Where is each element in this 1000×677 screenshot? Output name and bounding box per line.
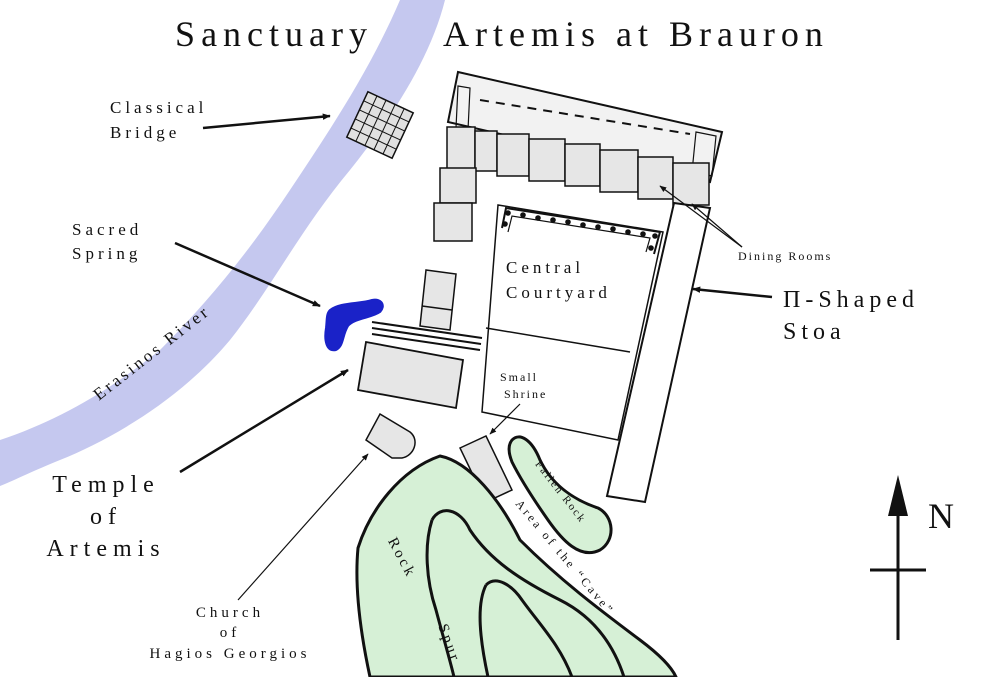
temple-label-line3: Artemis bbox=[46, 536, 165, 562]
north-label: N bbox=[928, 496, 954, 536]
church-label-line1: Church bbox=[196, 605, 264, 621]
church-hagios-georgios bbox=[365, 412, 416, 459]
rock-spur bbox=[355, 454, 678, 677]
shrine-label-line2: Shrine bbox=[504, 387, 547, 401]
bridge-label-line1: Classical bbox=[110, 98, 207, 117]
temple-label-line1: Temple bbox=[52, 472, 160, 498]
bridge-arrow bbox=[202, 113, 331, 130]
spring-label-line1: Sacred bbox=[72, 220, 142, 239]
spring-house bbox=[419, 269, 457, 331]
courtyard-divider bbox=[485, 327, 631, 353]
dining-arrow-2 bbox=[691, 203, 743, 248]
temple-steps bbox=[371, 321, 483, 351]
stoa-arrow bbox=[692, 286, 773, 299]
spring-arrow bbox=[174, 241, 321, 308]
courtyard-label-line2: Courtyard bbox=[506, 283, 611, 302]
dining-rooms bbox=[433, 126, 710, 242]
shrine-arrow bbox=[489, 403, 521, 435]
north-arrow bbox=[870, 475, 926, 640]
stoa-label-line1: Π-Shaped bbox=[783, 287, 919, 313]
church-label-line3: Hagios Georgios bbox=[150, 646, 311, 662]
spring-label-line2: Spring bbox=[72, 244, 141, 263]
temple-label-line2: of bbox=[90, 504, 122, 530]
stoa-label-line2: Stoa bbox=[783, 319, 846, 345]
bridge-label-line2: Bridge bbox=[110, 123, 180, 142]
erasinos-river bbox=[0, 0, 445, 486]
dining-arrow-1 bbox=[659, 185, 743, 248]
fallen-rock bbox=[507, 435, 613, 555]
dining-rooms-label: Dining Rooms bbox=[738, 249, 832, 263]
map-title: Sanctuary of Artemis at Brauron bbox=[175, 14, 829, 54]
church-arrow bbox=[237, 453, 369, 601]
temple-arrow bbox=[179, 368, 349, 474]
church-label-line2: of bbox=[220, 625, 241, 641]
courtyard-label-line1: Central bbox=[506, 258, 584, 277]
shrine-label-line1: Small bbox=[500, 370, 538, 384]
sacred-spring bbox=[324, 298, 384, 352]
temple-of-artemis bbox=[356, 340, 465, 410]
classical-bridge bbox=[345, 90, 415, 160]
colonnade bbox=[501, 206, 662, 255]
